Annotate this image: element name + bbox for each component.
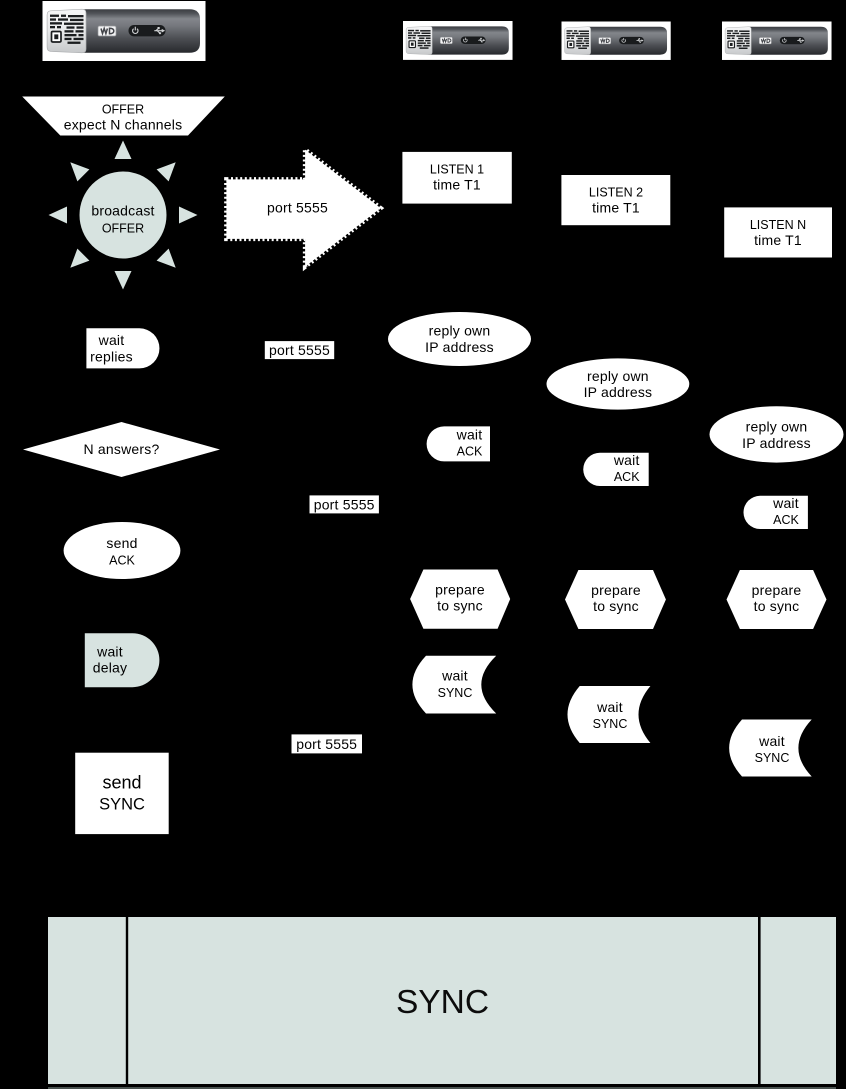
svg-text:delay: delay — [93, 659, 127, 675]
svg-text:IP address: IP address — [425, 339, 494, 355]
svg-text:send: send — [102, 773, 141, 793]
svg-text:SYNC: SYNC — [396, 984, 489, 1021]
svg-text:SYNC: SYNC — [99, 796, 145, 814]
svg-text:wait: wait — [96, 643, 123, 659]
svg-text:time T1: time T1 — [433, 176, 481, 192]
svg-text:send: send — [106, 535, 137, 551]
svg-text:SYNC: SYNC — [755, 751, 790, 765]
svg-text:wait: wait — [596, 699, 623, 715]
svg-text:prepare: prepare — [752, 582, 802, 598]
svg-text:port 5555: port 5555 — [267, 199, 328, 215]
svg-text:to sync: to sync — [754, 598, 800, 614]
svg-text:broadcast: broadcast — [91, 202, 154, 218]
svg-text:wait: wait — [98, 332, 125, 348]
svg-text:time T1: time T1 — [592, 200, 640, 216]
svg-text:LISTEN 1: LISTEN 1 — [430, 162, 484, 176]
svg-text:to sync: to sync — [593, 598, 639, 614]
svg-text:expect N channels: expect N channels — [64, 117, 183, 133]
svg-text:IP address: IP address — [584, 384, 653, 400]
svg-text:reply own: reply own — [746, 419, 808, 435]
svg-text:reply own: reply own — [587, 368, 649, 384]
svg-text:N answers?: N answers? — [84, 441, 160, 457]
svg-text:SYNC: SYNC — [593, 717, 628, 731]
svg-text:ACK: ACK — [457, 445, 483, 459]
svg-text:prepare: prepare — [591, 582, 641, 598]
svg-text:reply own: reply own — [429, 323, 491, 339]
svg-text:ACK: ACK — [614, 470, 640, 484]
svg-text:SYNC: SYNC — [438, 686, 473, 700]
svg-text:LISTEN N: LISTEN N — [750, 218, 806, 232]
svg-text:wait: wait — [613, 452, 640, 468]
svg-text:LISTEN 2: LISTEN 2 — [589, 186, 643, 200]
svg-text:ACK: ACK — [109, 553, 135, 567]
svg-text:OFFER: OFFER — [102, 221, 144, 235]
svg-text:replies: replies — [90, 348, 133, 364]
svg-text:time T1: time T1 — [754, 232, 802, 248]
svg-text:port 5555: port 5555 — [314, 497, 375, 513]
svg-text:port 5555: port 5555 — [296, 736, 357, 752]
svg-text:OFFER: OFFER — [102, 103, 144, 117]
svg-text:to sync: to sync — [437, 598, 483, 614]
svg-text:ACK: ACK — [773, 513, 799, 527]
svg-text:prepare: prepare — [435, 582, 485, 598]
svg-text:wait: wait — [758, 733, 785, 749]
svg-text:IP address: IP address — [742, 435, 811, 451]
svg-text:wait: wait — [441, 668, 468, 684]
svg-text:wait: wait — [772, 495, 799, 511]
svg-text:port 5555: port 5555 — [269, 342, 330, 358]
svg-text:wait: wait — [456, 426, 483, 442]
